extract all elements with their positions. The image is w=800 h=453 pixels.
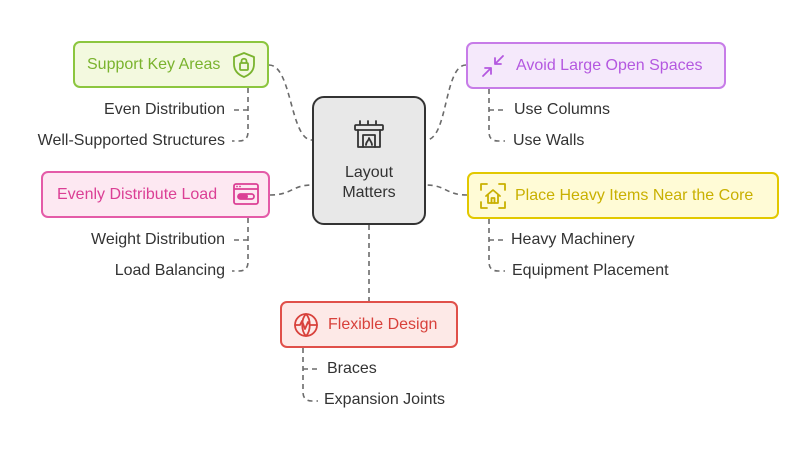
connector-center-even <box>269 184 313 196</box>
leaf-use-columns: Use Columns <box>514 101 611 118</box>
collapse-arrows-icon <box>480 53 506 79</box>
branch-support-key-areas: Support Key Areas <box>73 41 269 88</box>
branch-support-label: Support Key Areas <box>87 55 221 73</box>
leaf-weight-distribution: Weight Distribution <box>91 231 225 248</box>
connector-center-heavy <box>425 184 468 196</box>
leaf-equipment-placement: Equipment Placement <box>512 262 669 279</box>
connector-flex-leaves <box>302 348 319 402</box>
globe-pulse-icon <box>292 311 320 339</box>
connector-even-leaves <box>232 218 249 272</box>
center-label-line2: Matters <box>342 184 396 201</box>
fireplace-icon <box>352 120 386 155</box>
connector-heavy-leaves <box>488 219 505 272</box>
shield-lock-icon <box>231 51 257 79</box>
branch-avoid-large-open-spaces: Avoid Large Open Spaces <box>466 42 726 89</box>
connector-support-leaves <box>232 88 249 142</box>
leaf-load-balancing: Load Balancing <box>114 262 225 279</box>
branch-place-heavy-items: Place Heavy Items Near the Core <box>467 172 779 219</box>
leaf-even-distribution: Even Distribution <box>104 101 225 118</box>
connector-center-support <box>268 64 313 141</box>
home-focus-icon <box>479 182 507 210</box>
leaf-heavy-machinery: Heavy Machinery <box>511 231 635 248</box>
center-label: Layout Matters <box>342 163 395 203</box>
branch-even-label: Evenly Distribute Load <box>57 185 218 203</box>
branch-evenly-distribute-load: Evenly Distribute Load <box>41 171 270 218</box>
leaf-expansion-joints: Expansion Joints <box>324 391 445 408</box>
connector-avoid-leaves <box>488 89 505 142</box>
progress-window-icon <box>232 182 260 206</box>
branch-avoid-label: Avoid Large Open Spaces <box>516 56 703 74</box>
branch-heavy-label: Place Heavy Items Near the Core <box>515 186 754 204</box>
leaf-well-supported-structures: Well-Supported Structures <box>37 132 225 149</box>
connector-center-avoid <box>425 64 467 141</box>
leaf-use-walls: Use Walls <box>513 132 585 149</box>
center-label-line1: Layout <box>344 164 394 181</box>
branch-flex-label: Flexible Design <box>328 315 438 333</box>
center-node: Layout Matters <box>312 96 426 225</box>
leaf-braces: Braces <box>327 360 377 377</box>
branch-flexible-design: Flexible Design <box>280 301 458 348</box>
